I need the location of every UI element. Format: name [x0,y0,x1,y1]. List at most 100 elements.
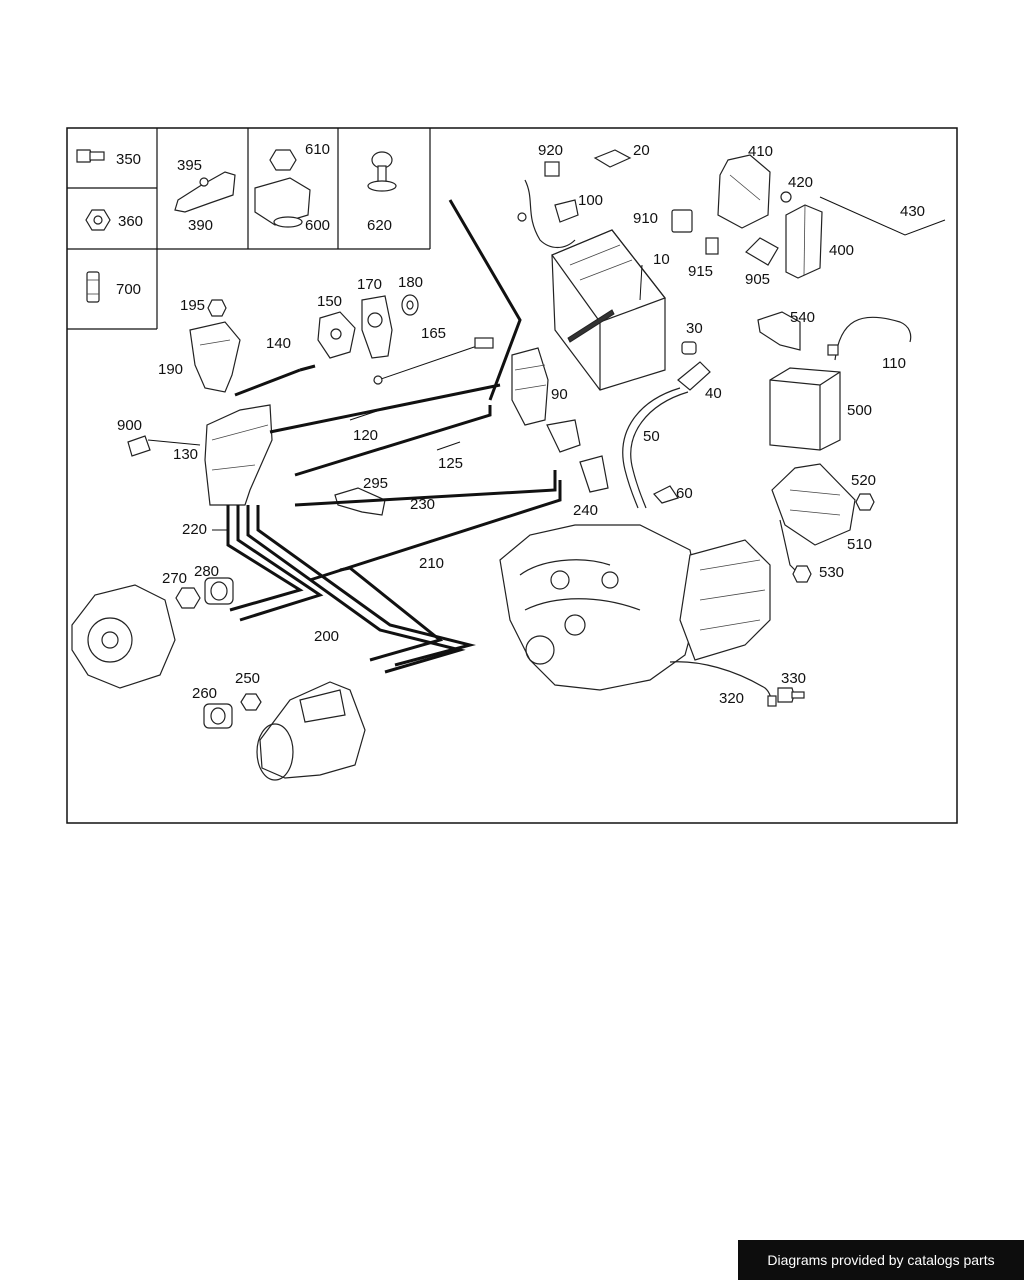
clip-540-icon [757,311,801,351]
battery-tray-510-icon [771,463,856,576]
callout-240: 240 [573,502,598,519]
battery-terminal-cable-icon [517,161,579,249]
legend-grid [67,128,431,330]
callout-295: 295 [363,475,388,492]
callout-260: 260 [192,685,217,702]
callout-360: 360 [118,213,143,230]
callout-900: 900 [117,417,142,434]
callout-125: 125 [438,455,463,472]
bracket-plate-icon [174,171,236,213]
callout-110: 110 [882,355,906,372]
nut-195-icon [207,299,227,317]
footer-credit: Diagrams provided by catalogs parts [738,1240,1024,1280]
label-sticker-icon [593,149,632,168]
connector-910-icon [671,209,693,233]
relay-240-icon [546,419,609,493]
callout-120: 120 [353,427,378,444]
fuse-carrier-130-icon [204,404,273,506]
terminal-clamp-150-icon [317,311,356,359]
callout-400: 400 [829,242,854,259]
callout-320: 320 [719,690,744,707]
bracket-190-icon [189,321,241,393]
callout-250: 250 [235,670,260,687]
callout-270: 270 [162,570,187,587]
nut-520-icon [855,493,875,511]
callout-330: 330 [781,670,806,687]
cap-280-icon [204,577,234,605]
diagram-frame [66,127,958,824]
callout-620: 620 [367,217,392,234]
callout-220: 220 [182,521,207,538]
fuse-bracket-icon [717,154,771,229]
callout-230: 230 [410,496,435,513]
callout-510: 510 [847,536,872,553]
bolt-330-icon [777,687,805,703]
washer-180-icon [401,294,419,316]
battery-icon [551,229,666,391]
grommet-60-icon [653,485,679,504]
callout-420: 420 [788,174,813,191]
wire-430 [819,196,946,236]
callout-10: 10 [653,251,670,268]
callout-410: 410 [748,143,773,160]
callout-60: 60 [676,485,693,502]
nut-250-icon [240,693,262,711]
callout-430: 430 [900,203,925,220]
callout-190: 190 [158,361,183,378]
callout-920: 920 [538,142,563,159]
spacer-sleeve-icon [86,271,100,303]
callout-50: 50 [643,428,660,445]
clip-900-icon [127,435,151,457]
callout-20: 20 [633,142,650,159]
callout-390: 390 [188,217,213,234]
auxiliary-battery-500-icon [769,367,841,451]
callout-540: 540 [790,309,815,326]
bolt-icon [76,149,105,163]
transmission-icon [679,539,771,661]
callout-195: 195 [180,297,205,314]
callout-395: 395 [177,157,202,174]
callout-500: 500 [847,402,872,419]
callout-130: 130 [173,446,198,463]
callout-100: 100 [578,192,603,209]
engine-icon [499,524,701,691]
callout-200: 200 [314,628,339,645]
power-distributor-90-icon [511,347,549,426]
cable-165-icon [373,337,494,385]
vent-hose-icon [622,341,711,509]
nut-icon [85,209,111,231]
nut-530-icon [792,565,812,583]
callout-165: 165 [421,325,446,342]
callout-910: 910 [633,210,658,227]
fuse-box-icon [785,204,823,279]
callout-610: 610 [305,141,330,158]
callout-600: 600 [305,217,330,234]
nut-270-icon [175,587,201,609]
ground-strap-320-icon [669,661,777,707]
cable-harness [226,199,562,674]
screw-420-icon [780,191,792,203]
callout-90: 90 [551,386,568,403]
ground-cable-110-icon [827,316,912,361]
callout-350: 350 [116,151,141,168]
callout-150: 150 [317,293,342,310]
alternator-icon [71,584,176,689]
callout-280: 280 [194,563,219,580]
callout-905: 905 [745,271,770,288]
push-button-icon [367,151,397,192]
callout-40: 40 [705,385,722,402]
relay-module-icon [254,149,311,228]
leader-lines [147,264,643,549]
callout-140: 140 [266,335,291,352]
callout-915: 915 [688,263,713,280]
cover-905-icon [745,237,779,266]
callout-30: 30 [686,320,703,337]
callout-530: 530 [819,564,844,581]
callout-210: 210 [419,555,444,572]
cap-260-icon [203,703,233,729]
callout-700: 700 [116,281,141,298]
callout-170: 170 [357,276,382,293]
callout-180: 180 [398,274,423,291]
terminal-clamp-170-icon [361,295,393,359]
